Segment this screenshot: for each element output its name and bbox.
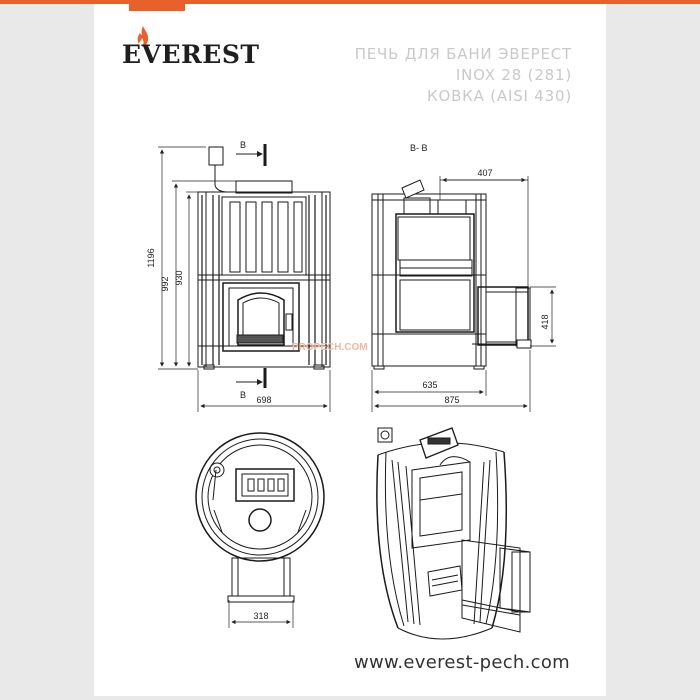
dim-tunnel-height: 418 [540, 314, 550, 329]
top-accent-tab [129, 4, 185, 11]
drawing-sheet [94, 4, 606, 696]
brand-name: EVEREST [122, 40, 260, 69]
section-dimension-lines [371, 176, 556, 412]
isometric-view [376, 427, 531, 640]
product-title: ПЕЧЬ ДЛЯ БАНИ ЭВЕРЕСТ INOX 28 (281) КОВК… [355, 44, 572, 107]
cut-letter-top: B [240, 140, 246, 150]
cut-letter-bottom: B [240, 390, 246, 400]
top-dimension-lines [228, 600, 294, 628]
dim-width-front: 698 [256, 395, 271, 405]
section-label: B- B [410, 143, 428, 153]
dim-depth-top: 407 [477, 168, 492, 178]
top-accent-bar [0, 0, 700, 4]
top-view [195, 432, 325, 603]
dim-tunnel-width: 318 [253, 611, 268, 621]
title-line-2: INOX 28 (281) [455, 66, 572, 84]
section-view [371, 179, 532, 370]
flame-icon [137, 26, 149, 47]
dim-height-frame: 930 [174, 270, 184, 285]
dim-depth-body: 635 [422, 380, 437, 390]
footer-url: www.everest-pech.com [353, 652, 570, 673]
dim-height-body: 992 [160, 276, 170, 291]
title-line-1: ПЕЧЬ ДЛЯ БАНИ ЭВЕРЕСТ [354, 45, 572, 63]
front-dimension-lines [158, 146, 331, 412]
watermark: PROPECH.COM [292, 342, 368, 353]
front-view [197, 144, 331, 388]
brand-logo: EVEREST [122, 26, 272, 76]
dim-depth-total: 875 [444, 395, 459, 405]
dim-height-total: 1196 [146, 248, 156, 267]
front-cut-arrows [236, 151, 263, 385]
title-line-3: КОВКА (AISI 430) [427, 87, 572, 105]
